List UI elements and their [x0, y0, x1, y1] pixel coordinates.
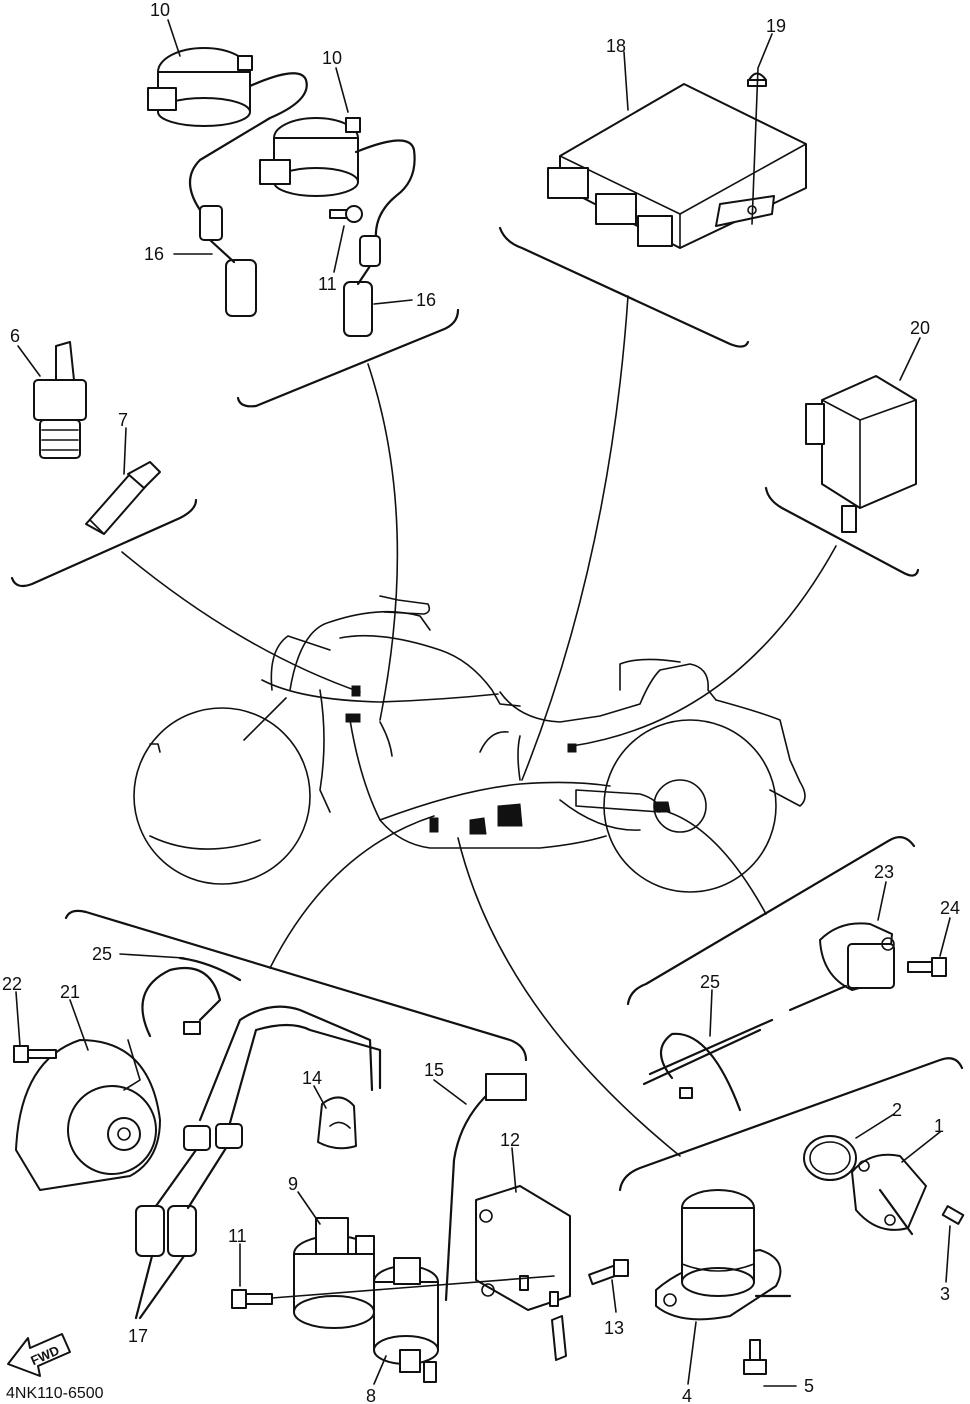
- group-bracket-speed-sensor: [626, 835, 916, 1006]
- diagram-code: 4NK110-6500: [6, 1385, 104, 1402]
- callout-8: 8: [366, 1386, 376, 1404]
- part-ignition-coil-8: [373, 1257, 439, 1383]
- group-bracket-relay: [764, 486, 920, 577]
- callout-16: 16: [144, 244, 164, 264]
- callout-3: 3: [940, 1284, 950, 1304]
- callout-14: 14: [302, 1068, 322, 1088]
- callout-7: 7: [118, 410, 128, 430]
- part-ignition-coil-10b: [259, 117, 361, 197]
- part-bolt-5: [743, 1339, 767, 1375]
- group-bracket-cdi-unit: [498, 226, 750, 348]
- part-clamp-14: [317, 1096, 357, 1150]
- callout-20: 20: [910, 318, 930, 338]
- part-band-25-left: [141, 956, 242, 1038]
- group-bracket-horn-harness: [64, 909, 528, 1062]
- callout-10: 10: [150, 0, 170, 20]
- part-bracket-12: [475, 1185, 571, 1361]
- part-thermo-switch-6: [33, 341, 87, 459]
- group-bracket-starter-relay: [618, 1057, 964, 1192]
- part-spark-plug-leads-16: [188, 72, 416, 337]
- part-bolt-11-top: [329, 205, 363, 223]
- callout-22: 22: [2, 974, 22, 994]
- callout-25: 25: [92, 944, 112, 964]
- part-bolt-11-bottom: [231, 1275, 555, 1309]
- group-bracket-ignition-coils: [236, 308, 460, 408]
- callout-9: 9: [288, 1174, 298, 1194]
- callout-16: 16: [416, 290, 436, 310]
- part-relay-20: [805, 375, 917, 533]
- callout-5: 5: [804, 1376, 814, 1396]
- part-horn-21: [15, 1039, 161, 1191]
- callout-2: 2: [892, 1100, 902, 1120]
- part-screw-3: [941, 1205, 965, 1225]
- part-starter-relay-4: [655, 1189, 792, 1321]
- callout-6: 6: [10, 326, 20, 346]
- callout-4: 4: [682, 1386, 692, 1404]
- part-bolt-22: [13, 1045, 57, 1063]
- part-band-25-right: [642, 1018, 774, 1112]
- callout-13: 13: [604, 1318, 624, 1338]
- part-sub-harness-15: [444, 1073, 527, 1302]
- callout-11: 11: [228, 1226, 247, 1246]
- motorcycle-outline: [133, 595, 806, 893]
- callout-leaders: [15, 19, 951, 1387]
- callout-17: 17: [128, 1326, 148, 1346]
- leader-lines: [121, 295, 837, 1157]
- part-lead-set-17: [134, 1005, 382, 1320]
- callout-11: 11: [318, 274, 337, 294]
- callout-23: 23: [874, 862, 894, 882]
- part-bolt-24: [907, 957, 947, 977]
- callout-10: 10: [322, 48, 342, 68]
- callout-12: 12: [500, 1130, 520, 1150]
- callout-19: 19: [766, 16, 786, 36]
- fwd-arrow-icon: FWD: [7, 1333, 71, 1377]
- part-cdi-unit-18: [547, 83, 807, 249]
- part-ignition-coil-9: [293, 1217, 375, 1329]
- part-ignition-coil-10a: [147, 47, 253, 127]
- group-bracket-sensors: [10, 498, 198, 588]
- part-switch-1: [851, 1153, 927, 1236]
- part-o-ring-2: [803, 1135, 857, 1181]
- callout-25: 25: [700, 972, 720, 992]
- part-speed-sensor-23: [788, 922, 895, 1012]
- part-bolt-13: [588, 1259, 629, 1286]
- callout-1: 1: [934, 1116, 944, 1136]
- callout-24: 24: [940, 898, 960, 918]
- callout-18: 18: [606, 36, 626, 56]
- callout-21: 21: [60, 982, 80, 1002]
- part-sender-7: [85, 461, 161, 535]
- callout-15: 15: [424, 1060, 444, 1080]
